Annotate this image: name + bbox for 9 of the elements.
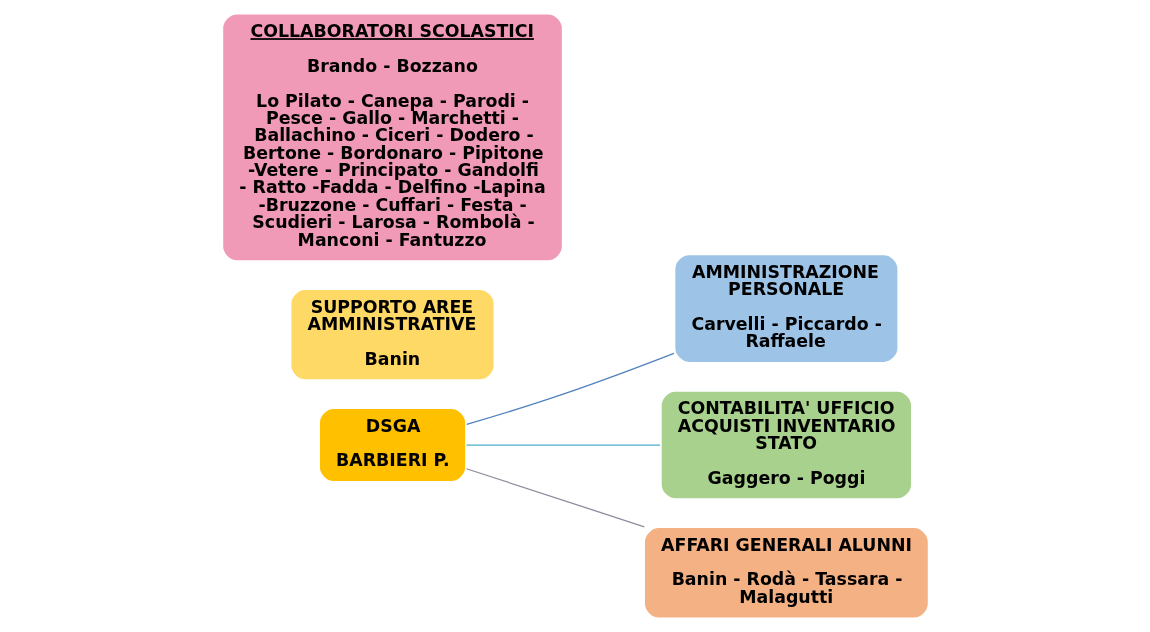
- connector: [465, 468, 645, 528]
- node-box: CONTABILITA' UFFICIO ACQUISTI INVENTARIO STATO Gaggero - Poggi: [658, 389, 914, 501]
- node-box: SUPPORTO AREE AMMINISTRATIVE Banin: [288, 287, 496, 382]
- node-box: AMMINISTRAZIONE PERSONALE Carvelli - Piccardo - Raffaele: [672, 252, 900, 365]
- node-box: DSGA BARBIERI P.: [317, 406, 468, 484]
- connector: [465, 352, 675, 426]
- node-box: AFFARI GENERALI ALUNNI Banin - Rodà - Tassara - Malagutti: [642, 525, 930, 620]
- node-box: COLLABORATORI SCOLASTICI Brando - Bozzano Lo Pilato - Canepa - Parodi - Pesce - Gallo - Marchetti - Ballachino - Ciceri - Dodero - Bertone - Bordonaro - Pipitone -Vetere - Principato - Gandolfi - Ratto -Fadda - Delfino -Lapina -Bruzzone - Cuffari - Festa - Scudieri - Larosa - Rombolà - Manconi - Fantuzzo: [220, 12, 564, 263]
- connector: [465, 444, 661, 446]
